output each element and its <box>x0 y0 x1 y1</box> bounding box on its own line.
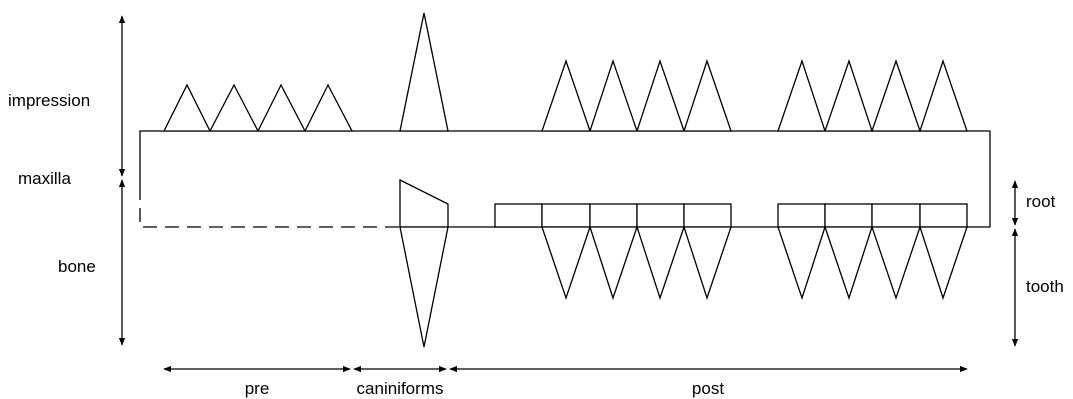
postcaniniform-roots-group-2 <box>777 203 968 228</box>
postcaniniform-tooth <box>636 226 685 301</box>
caniniforms-label: caniniforms <box>357 379 444 398</box>
post-label: post <box>692 379 724 398</box>
postcaniniform-impression <box>683 58 732 132</box>
maxilla-label: maxilla <box>18 169 71 188</box>
root-label: root <box>1026 192 1056 211</box>
premaxillary-impression <box>208 83 260 132</box>
postcaniniform-root <box>494 203 543 228</box>
premaxillary-impression <box>162 83 212 132</box>
postcaniniform-impression <box>824 58 873 132</box>
postcaniniform-impression <box>871 58 921 132</box>
postcaniniform-root <box>683 203 732 228</box>
postcaniniform-root <box>871 203 921 228</box>
postcaniniform-impression <box>636 58 685 132</box>
postcaniniform-impression <box>919 58 968 132</box>
postcaniniform-impressions-group-2 <box>777 58 968 132</box>
postcaniniform-tooth <box>683 226 732 301</box>
postcaniniform-tooth <box>541 226 591 301</box>
bone-label: bone <box>58 257 96 276</box>
postcaniniform-teeth-group-1 <box>541 226 732 301</box>
postcaniniform-roots-group-1 <box>494 203 732 228</box>
postcaniniform-root <box>777 203 826 228</box>
postcaniniform-impression <box>541 58 591 132</box>
postcaniniform-root <box>919 203 968 228</box>
postcaniniform-tooth <box>871 226 921 301</box>
premaxillary-impressions <box>162 83 354 132</box>
postcaniniform-root <box>636 203 685 228</box>
premaxillary-impression <box>256 83 307 132</box>
postcaniniform-tooth <box>824 226 873 301</box>
caniniform-tooth <box>399 226 449 348</box>
premaxillary-impression <box>303 83 354 132</box>
caniniform-root <box>399 178 449 228</box>
postcaniniform-teeth-group-2 <box>777 226 968 301</box>
postcaniniform-tooth <box>777 226 826 301</box>
missing-maxilla-dashed-outline <box>139 186 400 228</box>
postcaniniform-root <box>589 203 638 228</box>
pre-label: pre <box>245 379 270 398</box>
postcaniniform-tooth <box>589 226 638 301</box>
impression-label: impression <box>8 91 90 110</box>
caniniform-impression <box>399 12 449 132</box>
tooth-label: tooth <box>1026 277 1064 296</box>
postcaniniform-root <box>824 203 873 228</box>
postcaniniform-impression <box>777 58 826 132</box>
postcaniniform-root <box>541 203 591 228</box>
postcaniniform-impressions-group-1 <box>541 58 732 132</box>
postcaniniform-tooth <box>919 226 968 301</box>
postcaniniform-impression <box>589 58 638 132</box>
